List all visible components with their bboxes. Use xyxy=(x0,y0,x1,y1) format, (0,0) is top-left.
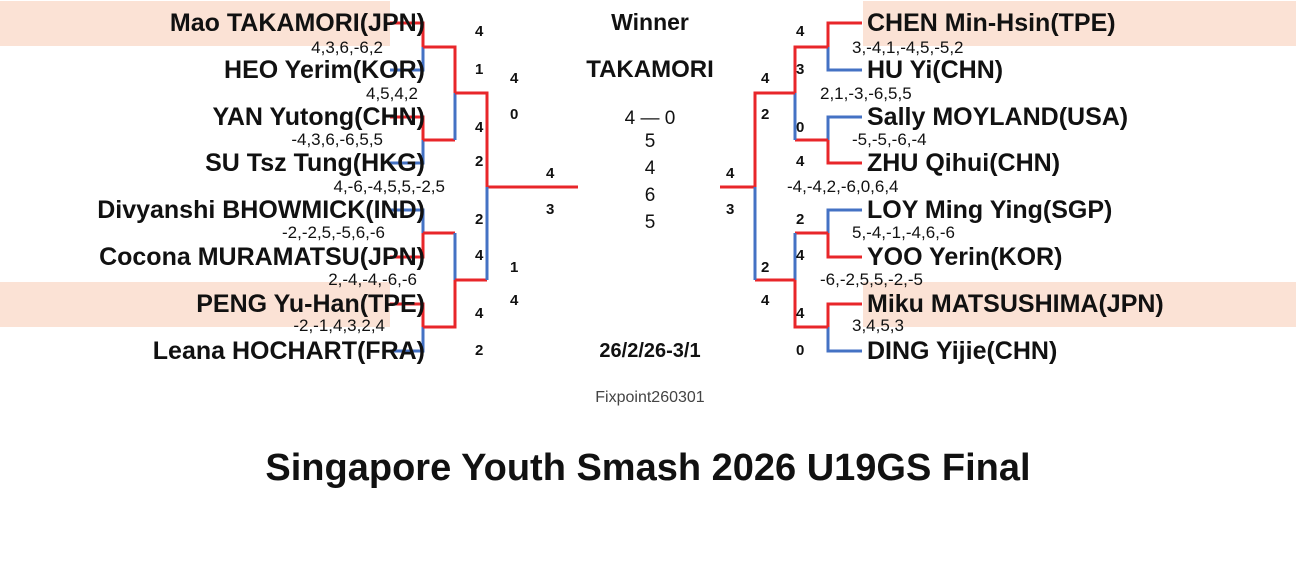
player-name: CHEN Min-Hsin(TPE) xyxy=(867,9,1116,37)
match-score: 0 xyxy=(796,342,805,359)
player-name: HU Yi(CHN) xyxy=(867,56,1004,84)
player-name: LOY Ming Ying(SGP) xyxy=(867,196,1113,224)
match-score: 2 xyxy=(761,106,770,123)
final-game-score: 5 xyxy=(644,212,656,233)
player-name: PENG Yu-Han(TPE) xyxy=(196,290,425,318)
player-name: ZHU Qihui(CHN) xyxy=(867,149,1061,177)
match-score: 4 xyxy=(510,70,519,87)
match-score: 4 xyxy=(475,119,484,136)
player-name: Divyanshi BHOWMICK(IND) xyxy=(97,196,425,224)
match-score: 3 xyxy=(546,201,555,218)
highlight-left-1 xyxy=(0,1,390,46)
match-score: 2 xyxy=(475,342,484,359)
winner-name: TAKAMORI xyxy=(586,56,714,83)
line-lose xyxy=(390,208,425,233)
game-scores: 2,-4,-4,-6,-6 xyxy=(328,270,417,289)
line-lose xyxy=(826,208,862,233)
final-game-score: 5 xyxy=(644,131,656,152)
match-score: 4 xyxy=(796,247,805,264)
match-score: 0 xyxy=(510,106,519,123)
line-win xyxy=(793,280,828,329)
line-win xyxy=(423,45,457,93)
line-lose xyxy=(390,327,425,353)
game-scores: -5,-5,-6,-4 xyxy=(852,130,927,149)
line-win xyxy=(390,233,425,259)
player-name: SU Tsz Tung(HKG) xyxy=(205,149,425,177)
match-score: 1 xyxy=(510,259,519,276)
match-score: 4 xyxy=(510,292,519,309)
match-score: 2 xyxy=(475,153,484,170)
match-score: 2 xyxy=(475,211,484,228)
match-score: 3 xyxy=(726,201,735,218)
match-score: 3 xyxy=(796,61,805,78)
player-name: Leana HOCHART(FRA) xyxy=(152,337,425,365)
player-name: Cocona MURAMATSU(JPN) xyxy=(99,243,425,271)
match-score: 4 xyxy=(761,292,770,309)
final-game-score: 4 xyxy=(644,158,656,179)
line-win xyxy=(826,302,862,327)
player-name: Mao TAKAMORI(JPN) xyxy=(169,9,425,37)
line-win xyxy=(390,115,425,140)
game-scores: 4,5,4,2 xyxy=(366,84,418,103)
game-scores: 4,3,6,-6,2 xyxy=(311,38,383,57)
player-name: YOO Yerin(KOR) xyxy=(867,243,1063,271)
match-score: 1 xyxy=(475,61,484,78)
line-win xyxy=(390,302,425,327)
match-score: 2 xyxy=(761,259,770,276)
player-name: Sally MOYLAND(USA) xyxy=(867,103,1129,131)
highlight-left-7 xyxy=(0,282,390,327)
final-game-score: 6 xyxy=(644,185,656,206)
game-scores: 5,-4,-1,-4,6,-6 xyxy=(852,223,955,242)
line-win xyxy=(826,233,862,259)
winner-label: Winner xyxy=(611,9,689,35)
final-score: 4 — 0 xyxy=(624,108,676,129)
game-scores: -4,-4,2,-6,0,6,4 xyxy=(787,177,899,196)
line-win xyxy=(793,45,828,93)
line-win xyxy=(720,91,795,189)
match-score: 4 xyxy=(546,165,555,182)
match-score: 4 xyxy=(475,305,484,322)
match-score: 0 xyxy=(796,119,805,136)
line-lose xyxy=(390,140,425,165)
match-score: 4 xyxy=(761,70,770,87)
match-score: 2 xyxy=(796,211,805,228)
line-win xyxy=(826,140,862,165)
player-name: YAN Yutong(CHN) xyxy=(212,103,426,131)
highlight-right-1 xyxy=(863,1,1296,46)
match-score: 4 xyxy=(796,23,805,40)
line-lose xyxy=(826,47,862,72)
player-name: Miku MATSUSHIMA(JPN) xyxy=(867,290,1164,318)
player-name: DING Yijie(CHN) xyxy=(867,337,1058,365)
game-scores: 4,-6,-4,5,5,-2,5 xyxy=(333,177,445,196)
game-scores: 2,1,-3,-6,5,5 xyxy=(820,84,912,103)
highlight-right-7 xyxy=(863,282,1296,327)
game-scores: -6,-2,5,5,-2,-5 xyxy=(820,270,923,289)
match-score: 4 xyxy=(475,247,484,264)
event-dates: 26/2/26-3/1 xyxy=(599,340,701,362)
line-lose xyxy=(826,115,862,140)
player-name: HEO Yerim(KOR) xyxy=(224,56,425,84)
game-scores: -4,3,6,-6,5,5 xyxy=(291,130,383,149)
credit: Fixpoint260301 xyxy=(595,389,705,406)
game-scores: 3,-4,1,-4,5,-5,2 xyxy=(852,38,964,57)
line-win xyxy=(423,280,457,329)
page-title: Singapore Youth Smash 2026 U19GS Final xyxy=(265,447,1031,489)
line-win xyxy=(455,91,578,189)
match-score: 4 xyxy=(796,153,805,170)
match-score: 4 xyxy=(475,23,484,40)
match-score: 4 xyxy=(796,305,805,322)
line-win xyxy=(390,21,425,47)
line-lose xyxy=(826,327,862,353)
line-win xyxy=(826,21,862,47)
match-score: 4 xyxy=(726,165,735,182)
line-lose xyxy=(390,47,425,72)
game-scores: 3,4,5,3 xyxy=(852,316,904,335)
game-scores: -2,-1,4,3,2,4 xyxy=(293,316,385,335)
game-scores: -2,-2,5,-5,6,-6 xyxy=(282,223,385,242)
